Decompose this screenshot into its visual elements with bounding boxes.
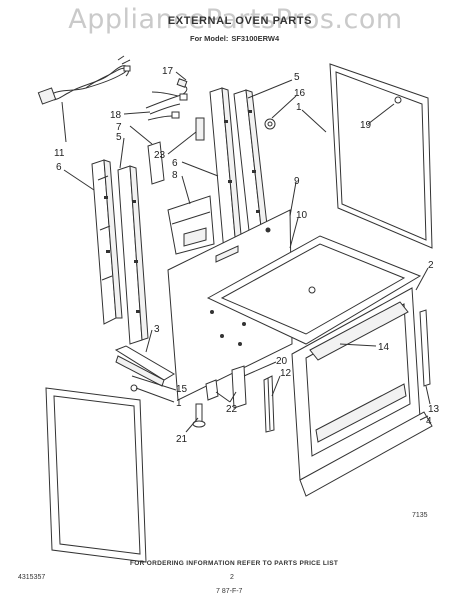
leader-lines: [61, 71, 431, 433]
callout-6-left: 6: [56, 162, 62, 173]
side-panel-right-illustration: [329, 63, 433, 249]
watermark: AppliancePartsPros.com: [68, 4, 403, 35]
model-prefix: For Model:: [190, 34, 229, 43]
callout-6-center: 6: [172, 158, 178, 169]
callout-5-left: 5: [116, 132, 122, 143]
callout-3: 3: [154, 324, 160, 335]
callout-labels: 17 5 16 1 19 18 7 23 5 6 8 11 6 9 10 2 3…: [54, 66, 440, 445]
diagram-title: EXTERNAL OVEN PARTS: [167, 15, 313, 27]
callout-13: 13: [428, 404, 440, 415]
callout-19: 19: [360, 120, 372, 131]
document-number: 4315357: [18, 574, 46, 581]
date-code: 7 87-F-7: [216, 588, 243, 595]
rear-frame-center-illustration: [147, 87, 243, 253]
kick-plate-illustration: [299, 411, 433, 497]
hinge-brackets-illustration: [205, 365, 275, 433]
callout-12: 12: [280, 368, 292, 379]
callout-17: 17: [162, 66, 174, 77]
figure-code: 7135: [412, 512, 428, 519]
front-frame-left-illustration: [117, 165, 149, 345]
side-trim-illustration: [419, 309, 431, 387]
callout-9: 9: [294, 176, 300, 187]
model-line: For Model:SF3100ERW4: [190, 34, 282, 43]
side-panel-lower-illustration: [45, 384, 147, 563]
callout-15: 15: [176, 384, 188, 395]
callout-20: 20: [276, 356, 288, 367]
callout-8: 8: [172, 170, 178, 181]
callout-4: 4: [426, 416, 432, 427]
callout-11: 11: [54, 148, 65, 159]
callout-5-upper: 5: [294, 72, 300, 83]
page-number: 2: [230, 574, 234, 581]
cooktop-illustration: [206, 235, 422, 345]
side-panel-left-illustration: [91, 159, 123, 325]
callout-22: 22: [226, 404, 238, 415]
callout-1-lower: 1: [176, 398, 182, 409]
model-number: SF3100ERW4: [231, 34, 280, 43]
callout-16: 16: [294, 88, 306, 99]
callout-14: 14: [378, 342, 390, 353]
callout-1-upper: 1: [296, 102, 302, 113]
callout-2: 2: [428, 260, 434, 271]
ordering-note: FOR ORDERING INFORMATION REFER TO PARTS …: [130, 560, 339, 567]
callout-7: 7: [116, 122, 122, 133]
callout-21: 21: [176, 434, 188, 445]
callout-18: 18: [110, 110, 122, 121]
wiring-harness-illustration: [145, 78, 188, 121]
bracket-illustration: [167, 195, 215, 255]
front-frame-right-illustration: [233, 89, 276, 241]
power-cord-illustration: [37, 55, 131, 105]
callout-23: 23: [154, 150, 166, 161]
leveling-leg-illustration: [192, 403, 206, 428]
callout-10: 10: [296, 210, 308, 221]
